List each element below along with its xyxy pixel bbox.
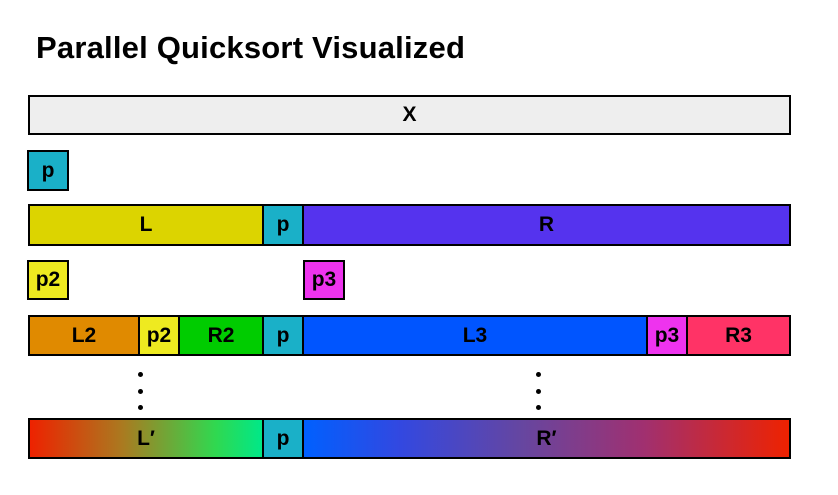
segment-r2: R2 [180, 315, 264, 356]
ellipsis-left [138, 372, 144, 410]
segment-final-left: L′ [28, 418, 264, 459]
ellipsis-dot [138, 372, 143, 377]
segment-final-right-label: R′ [536, 426, 557, 450]
pivot-p2-chip-label: p2 [35, 268, 61, 291]
pivot-chip: p [27, 150, 69, 191]
segment-p2-label: p2 [146, 323, 172, 347]
partition-level-1: L p R [28, 204, 791, 246]
pivot-p2-chip: p2 [27, 260, 69, 300]
pivot-p3-chip-label: p3 [311, 268, 337, 291]
segment-pivot-label: p [276, 213, 290, 236]
ellipsis-dot [536, 372, 541, 377]
segment-r3-label: R3 [725, 323, 752, 347]
segment-pivot-2: p [264, 315, 304, 356]
segment-left-label: L [139, 213, 153, 236]
segment-p2: p2 [140, 315, 180, 356]
segment-left: L [28, 204, 264, 246]
ellipsis-dot [138, 388, 143, 394]
ellipsis-right [536, 372, 542, 410]
sorted-result: L′ p R′ [28, 418, 791, 459]
ellipsis-dot [536, 388, 541, 394]
segment-l2: L2 [28, 315, 140, 356]
segment-l2-label: L2 [71, 323, 97, 347]
segment-final-pivot-label: p [276, 426, 290, 450]
segment-r2-label: R2 [207, 323, 235, 347]
segment-p3-label: p3 [654, 323, 680, 347]
ellipsis-dot [138, 405, 143, 410]
segment-l3-label: L3 [462, 323, 488, 347]
segment-final-left-label: L′ [137, 426, 155, 450]
pivot-chip-label: p [41, 158, 55, 182]
pivot-p3-chip: p3 [303, 260, 345, 300]
segment-pivot: p [264, 204, 304, 246]
array-x: X [28, 95, 791, 135]
array-x-label: X [402, 103, 417, 126]
segment-right: R [304, 204, 791, 246]
diagram-title: Parallel Quicksort Visualized [36, 30, 466, 65]
segment-r3: R3 [688, 315, 791, 356]
partition-level-2: L2 p2 R2 p L3 p3 R3 [28, 315, 791, 356]
segment-final-pivot: p [264, 418, 304, 459]
segment-pivot-2-label: p [276, 323, 290, 347]
segment-right-label: R [538, 213, 555, 236]
segment-final-right: R′ [304, 418, 791, 459]
ellipsis-dot [536, 405, 541, 410]
segment-p3: p3 [648, 315, 688, 356]
segment-l3: L3 [304, 315, 648, 356]
